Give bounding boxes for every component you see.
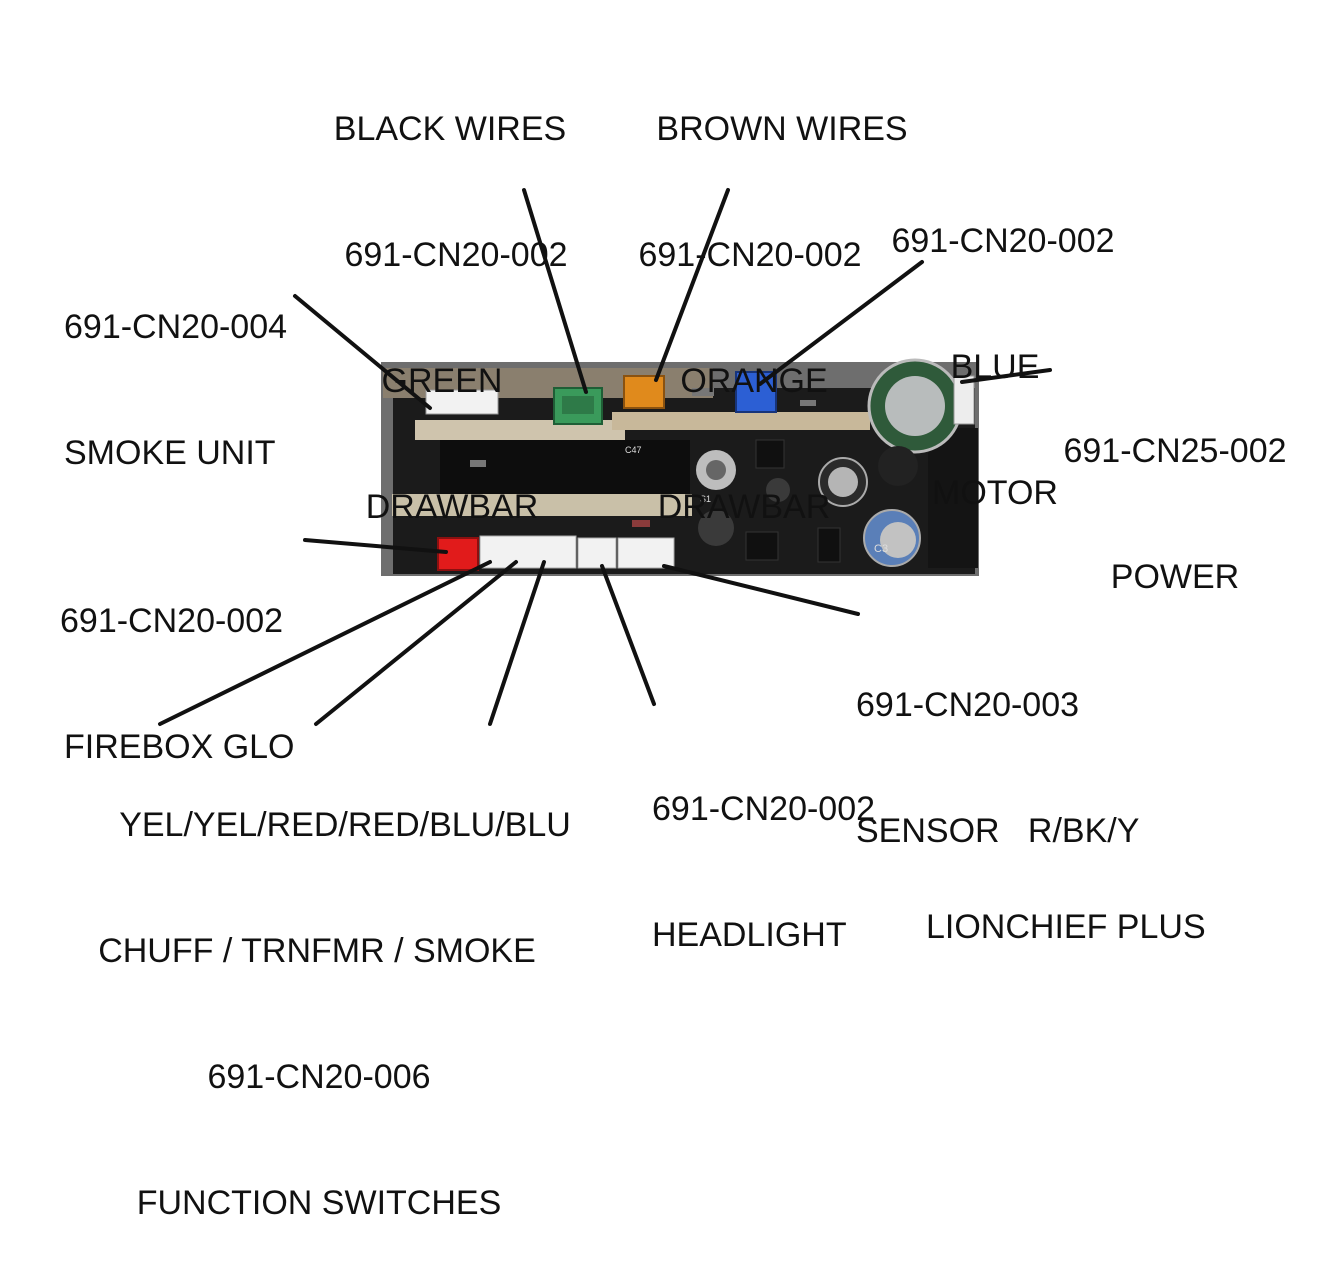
leader-lines xyxy=(158,188,1052,726)
label-motor: 691-CN20-002 BLUE MOTOR xyxy=(891,222,1115,512)
switch-s1-center xyxy=(706,460,726,480)
leader-sensor xyxy=(662,564,860,616)
lower-daughter-board xyxy=(392,494,692,516)
capacitor-1-top xyxy=(828,467,858,497)
label-sensor: 691-CN20-003 SENSOR R/BK/Y xyxy=(856,686,1140,850)
resistor-1 xyxy=(692,388,714,396)
label-brown-wires: BROWN WIRES 691-CN20-002 ORANGE DRAWBAR xyxy=(638,110,908,526)
leader-firebox xyxy=(303,538,448,554)
label-function-switches: YEL/YEL/RED/RED/BLU/BLU CHUFF / TRNFMR /… xyxy=(98,806,571,1222)
chip-2 xyxy=(745,531,779,561)
label-black-wires: BLACK WIRES 691-CN20-002 GREEN DRAWBAR xyxy=(333,110,568,526)
silkscreen-c3: C3 xyxy=(874,543,888,555)
capacitor-2-top xyxy=(880,522,916,558)
label-power: 691-CN25-002 POWER xyxy=(1063,432,1287,596)
headlight-connector xyxy=(577,537,617,569)
power-capacitor-top xyxy=(885,376,945,436)
upper-board-edge-right xyxy=(612,412,870,430)
leader-function-1 xyxy=(158,560,492,726)
label-product: LIONCHIEF PLUS xyxy=(926,908,1206,946)
diagram-canvas: C47 S1 C3 xyxy=(158,188,1052,726)
resistor-3 xyxy=(632,520,650,527)
silkscreen-c47: C47 xyxy=(625,445,642,455)
heatsink xyxy=(928,428,978,568)
leader-power xyxy=(960,368,1052,384)
capacitor-3 xyxy=(766,478,790,502)
label-headlight: 691-CN20-002 HEADLIGHT xyxy=(652,790,876,954)
smoke-unit-connector xyxy=(425,389,499,415)
label-firebox: 691-CN20-002 FIREBOX GLO xyxy=(60,602,295,766)
chip-3 xyxy=(817,527,841,563)
silkscreen-s1: S1 xyxy=(700,494,711,504)
power-connector xyxy=(953,375,975,425)
resistor-4 xyxy=(470,460,486,467)
inductor xyxy=(698,510,734,546)
chip-1 xyxy=(755,439,785,469)
capacitor-4 xyxy=(878,446,918,486)
circuit-board: C47 S1 C3 xyxy=(381,358,979,576)
sensor-connector xyxy=(617,537,675,569)
leader-orange-drawbar xyxy=(654,188,730,382)
leader-function-3 xyxy=(488,560,546,726)
green-drawbar-connector-inner xyxy=(562,396,594,414)
leader-headlight xyxy=(600,564,656,706)
leader-function-2 xyxy=(314,560,518,726)
resistor-2 xyxy=(800,400,816,406)
firebox-connector xyxy=(437,537,479,571)
function-switches-connector xyxy=(479,535,577,569)
leader-blue-motor xyxy=(758,260,924,386)
leader-smoke-unit xyxy=(293,294,432,410)
leader-green-drawbar xyxy=(522,188,588,394)
label-smoke-unit: 691-CN20-004 SMOKE UNIT xyxy=(64,308,288,472)
